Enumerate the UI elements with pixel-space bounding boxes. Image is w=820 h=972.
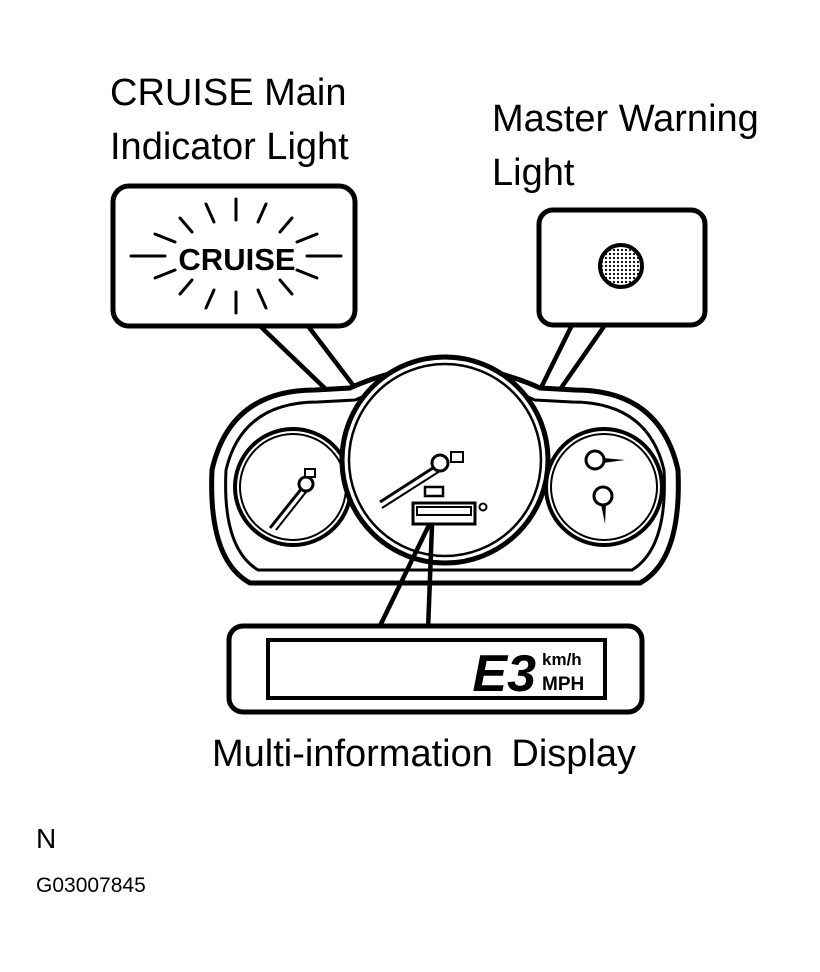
note-letter: N	[36, 823, 57, 854]
cruise-caption-line2: Indicator Light	[110, 126, 349, 168]
cruise-indicator-caption: CRUISE Main Indicator Light	[110, 66, 349, 174]
display-code: E3	[472, 645, 536, 703]
master-warning-light-icon	[598, 243, 644, 289]
display-unit-kmh: km/h	[542, 650, 582, 669]
warning-caption-line1: Master Warning	[492, 98, 759, 140]
warning-caption-line2: Light	[492, 152, 575, 194]
multi-info-caption: Multi-information Display	[212, 733, 637, 775]
master-warning-callout	[536, 207, 708, 328]
right-gauge	[544, 427, 664, 547]
display-pointer	[375, 524, 435, 631]
cruise-indicator-icon	[129, 197, 343, 315]
display-unit-mph: MPH	[542, 674, 584, 695]
center-gauge	[339, 354, 551, 566]
cluster-display-window	[411, 501, 477, 526]
cruise-caption-line1: CRUISE Main	[110, 72, 347, 114]
cruise-callout: CRUISE	[110, 183, 358, 329]
cruise-indicator-text: CRUISE	[178, 242, 295, 277]
temperature-gauge-icon	[592, 485, 614, 524]
master-warning-caption: Master Warning Light	[492, 92, 759, 200]
multi-info-display: E3 km/h MPH	[226, 623, 645, 715]
fuel-gauge-icon	[584, 449, 625, 471]
figure-code: G03007845	[36, 874, 146, 897]
left-gauge	[233, 427, 353, 547]
